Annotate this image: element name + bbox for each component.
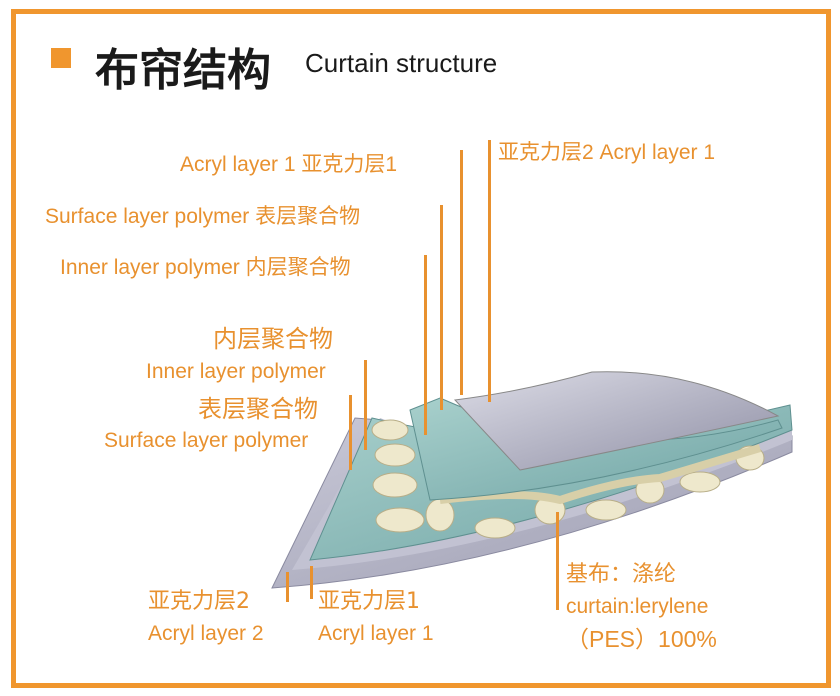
top-acryl-layer bbox=[453, 371, 780, 471]
title-english: Curtain structure bbox=[305, 48, 498, 78]
label-bot-acryl1-en: Acryl layer 1 bbox=[318, 622, 434, 645]
leader-line bbox=[556, 512, 559, 610]
leader-line bbox=[424, 255, 427, 435]
label-bot-acryl1-cn: 亚克力层1 bbox=[318, 589, 420, 614]
title-bullet-icon bbox=[51, 48, 71, 68]
label-bot-acryl2-cn: 亚克力层2 bbox=[148, 589, 250, 614]
label-base-percent: （PES）100% bbox=[566, 626, 717, 652]
label-bot-acryl2-en: Acryl layer 2 bbox=[148, 622, 264, 645]
leader-line bbox=[488, 140, 491, 402]
label-top-acryl-1: Acryl layer 1 亚克力层1 bbox=[180, 153, 398, 176]
leader-line bbox=[286, 572, 289, 602]
label-mid-inner-en: Inner layer polymer bbox=[146, 360, 326, 383]
fabric-fibers bbox=[371, 419, 765, 539]
label-base-en: curtain:lerylene bbox=[566, 595, 709, 618]
label-mid-surface-en: Surface layer polymer bbox=[104, 429, 309, 452]
leader-line bbox=[364, 360, 367, 450]
title-chinese: 布帘结构 bbox=[95, 45, 271, 96]
label-mid-surface-cn: 表层聚合物 bbox=[198, 395, 318, 423]
leader-line bbox=[440, 205, 443, 410]
label-mid-inner-cn: 内层聚合物 bbox=[213, 325, 333, 353]
label-base-cn: 基布：涤纶 bbox=[566, 562, 677, 587]
border-frame bbox=[11, 9, 831, 688]
leader-line bbox=[349, 395, 352, 470]
label-top-inner-polymer: Inner layer polymer 内层聚合物 bbox=[60, 256, 351, 279]
leader-line bbox=[460, 150, 463, 395]
label-top-acryl-2: 亚克力层2 Acryl layer 1 bbox=[498, 141, 716, 164]
label-top-surface-polymer: Surface layer polymer 表层聚合物 bbox=[45, 205, 361, 228]
leader-line bbox=[310, 566, 313, 599]
